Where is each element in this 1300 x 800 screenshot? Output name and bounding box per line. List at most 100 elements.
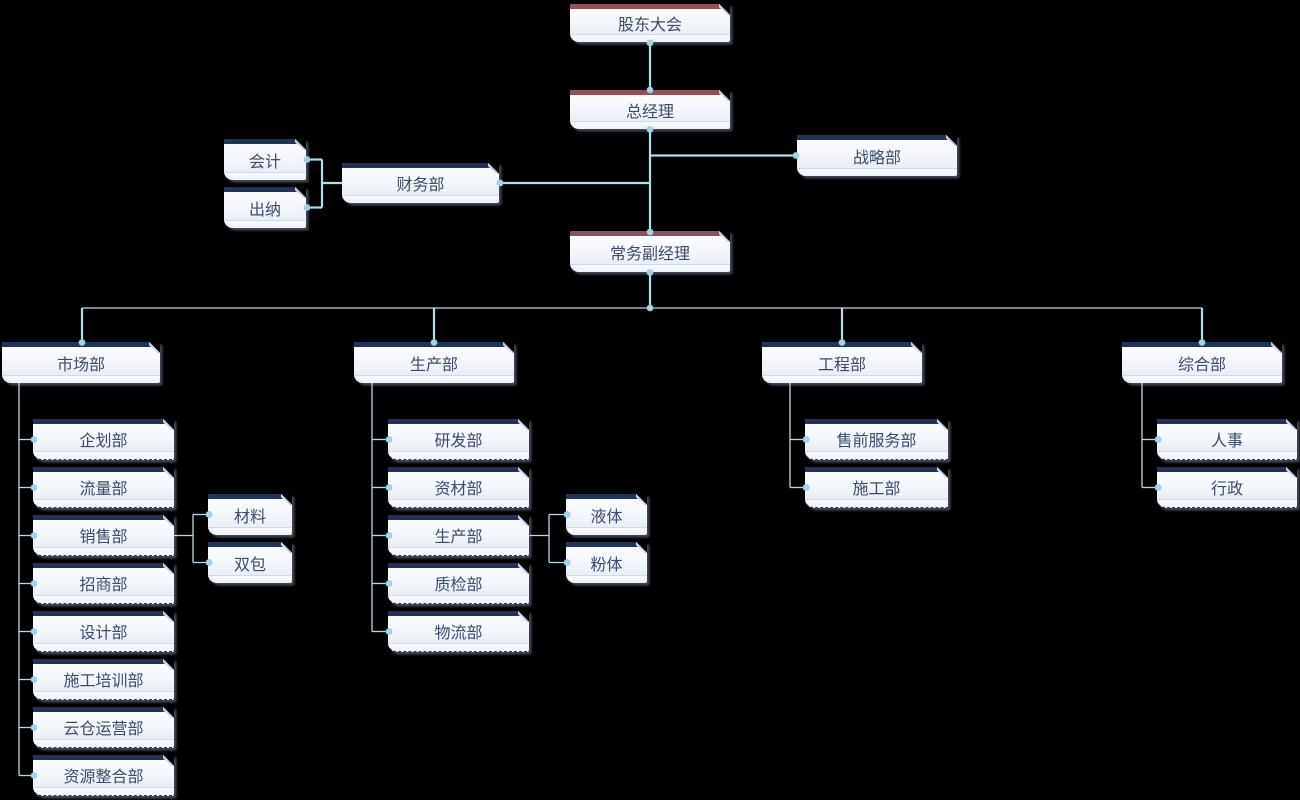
node-label: 资源整合部 bbox=[63, 769, 144, 786]
node-title-bar bbox=[570, 231, 730, 236]
org-node-liquid[interactable]: 液体 bbox=[566, 494, 647, 535]
org-node-finance-dept[interactable]: 财务部 bbox=[342, 163, 499, 203]
node-label: 施工培训部 bbox=[63, 673, 144, 690]
folded-corner-icon bbox=[636, 494, 647, 505]
node-title-bar bbox=[224, 187, 306, 192]
node-label: 股东大会 bbox=[617, 17, 682, 34]
folded-corner-icon bbox=[937, 467, 948, 478]
node-title-bar bbox=[805, 467, 948, 472]
org-node-design-dept[interactable]: 设计部 bbox=[33, 611, 174, 652]
node-label: 战略部 bbox=[852, 149, 901, 167]
org-node-logistics-dept[interactable]: 物流部 bbox=[388, 611, 529, 652]
node-label: 综合部 bbox=[1177, 356, 1226, 374]
node-title-bar bbox=[33, 659, 174, 664]
node-title-bar bbox=[762, 342, 922, 347]
org-node-cloud-warehouse-ops-dept[interactable]: 云仓运营部 bbox=[33, 707, 174, 748]
node-label: 流量部 bbox=[79, 481, 128, 498]
node-label: 销售部 bbox=[79, 529, 128, 546]
org-node-materials[interactable]: 材料 bbox=[208, 494, 292, 535]
node-title-bar bbox=[797, 135, 957, 140]
org-node-investment-dept[interactable]: 招商部 bbox=[33, 563, 174, 604]
folded-corner-icon bbox=[295, 187, 306, 198]
org-node-cashier[interactable]: 出纳 bbox=[224, 187, 306, 228]
node-label: 生产部 bbox=[409, 356, 458, 374]
folded-corner-icon bbox=[163, 515, 174, 526]
node-title-bar bbox=[805, 419, 948, 424]
org-node-general-affairs-dept[interactable]: 综合部 bbox=[1122, 342, 1282, 383]
org-node-material-supply-dept[interactable]: 资材部 bbox=[388, 467, 529, 508]
org-node-rnd-dept[interactable]: 研发部 bbox=[388, 419, 529, 460]
node-title-bar bbox=[1157, 419, 1297, 424]
node-title-bar bbox=[1122, 342, 1282, 347]
org-node-double-contract[interactable]: 双包 bbox=[208, 542, 292, 583]
node-label: 企划部 bbox=[79, 433, 128, 450]
node-label: 工程部 bbox=[817, 356, 866, 374]
node-label: 人事 bbox=[1210, 433, 1243, 450]
org-node-production-dept[interactable]: 生产部 bbox=[354, 342, 514, 383]
folded-corner-icon bbox=[636, 542, 647, 553]
folded-corner-icon bbox=[518, 611, 529, 622]
node-title-bar bbox=[342, 163, 499, 168]
org-node-hr[interactable]: 人事 bbox=[1157, 419, 1297, 460]
org-node-engineering-dept[interactable]: 工程部 bbox=[762, 342, 922, 383]
org-node-shareholders-meeting[interactable]: 股东大会 bbox=[570, 4, 730, 42]
folded-corner-icon bbox=[911, 342, 922, 353]
node-title-bar bbox=[354, 342, 514, 347]
node-title-bar bbox=[208, 542, 292, 547]
node-title-bar bbox=[208, 494, 292, 499]
folded-corner-icon bbox=[163, 419, 174, 430]
org-node-marketing-dept[interactable]: 市场部 bbox=[2, 342, 160, 383]
org-node-executive-deputy-manager[interactable]: 常务副经理 bbox=[570, 231, 730, 272]
node-label: 粉体 bbox=[590, 556, 623, 574]
node-label: 市场部 bbox=[56, 356, 105, 374]
node-title-bar bbox=[33, 611, 174, 616]
folded-corner-icon bbox=[946, 135, 957, 146]
folded-corner-icon bbox=[295, 139, 306, 150]
org-node-planning-dept[interactable]: 企划部 bbox=[33, 419, 174, 460]
folded-corner-icon bbox=[281, 494, 292, 505]
node-title-bar bbox=[33, 563, 174, 568]
folded-corner-icon bbox=[719, 4, 730, 15]
org-node-sales-dept[interactable]: 销售部 bbox=[33, 515, 174, 556]
node-label: 售前服务部 bbox=[836, 433, 917, 450]
node-title-bar bbox=[388, 467, 529, 472]
node-label: 会计 bbox=[248, 153, 281, 171]
folded-corner-icon bbox=[163, 563, 174, 574]
node-label: 液体 bbox=[590, 508, 623, 526]
node-title-bar bbox=[570, 4, 730, 9]
node-title-bar bbox=[388, 563, 529, 568]
folded-corner-icon bbox=[937, 419, 948, 430]
anchor-dot bbox=[646, 304, 654, 312]
node-label: 研发部 bbox=[434, 433, 483, 450]
node-label: 云仓运营部 bbox=[63, 721, 144, 738]
org-node-resource-integration-dept[interactable]: 资源整合部 bbox=[33, 755, 174, 796]
folded-corner-icon bbox=[163, 611, 174, 622]
folded-corner-icon bbox=[518, 419, 529, 430]
org-node-production-sub-dept[interactable]: 生产部 bbox=[388, 515, 529, 556]
node-label: 财务部 bbox=[396, 177, 445, 194]
node-label: 总经理 bbox=[625, 103, 674, 121]
org-node-quality-inspection-dept[interactable]: 质检部 bbox=[388, 563, 529, 604]
org-node-accounting[interactable]: 会计 bbox=[224, 139, 306, 180]
org-node-general-manager[interactable]: 总经理 bbox=[570, 90, 730, 129]
org-node-strategy-dept[interactable]: 战略部 bbox=[797, 135, 957, 176]
node-label: 材料 bbox=[233, 508, 266, 526]
node-label: 物流部 bbox=[434, 625, 483, 642]
node-title-bar bbox=[566, 542, 647, 547]
org-node-powder[interactable]: 粉体 bbox=[566, 542, 647, 583]
node-title-bar bbox=[33, 419, 174, 424]
folded-corner-icon bbox=[503, 342, 514, 353]
node-title-bar bbox=[224, 139, 306, 144]
folded-corner-icon bbox=[719, 231, 730, 242]
org-node-traffic-dept[interactable]: 流量部 bbox=[33, 467, 174, 508]
folded-corner-icon bbox=[719, 90, 730, 101]
node-label: 生产部 bbox=[434, 529, 483, 546]
node-label: 出纳 bbox=[248, 201, 281, 219]
org-node-presales-service-dept[interactable]: 售前服务部 bbox=[805, 419, 948, 460]
org-node-admin[interactable]: 行政 bbox=[1157, 467, 1297, 508]
folded-corner-icon bbox=[518, 515, 529, 526]
org-node-construction-dept[interactable]: 施工部 bbox=[805, 467, 948, 508]
folded-corner-icon bbox=[1286, 467, 1297, 478]
org-node-construction-training-dept[interactable]: 施工培训部 bbox=[33, 659, 174, 700]
